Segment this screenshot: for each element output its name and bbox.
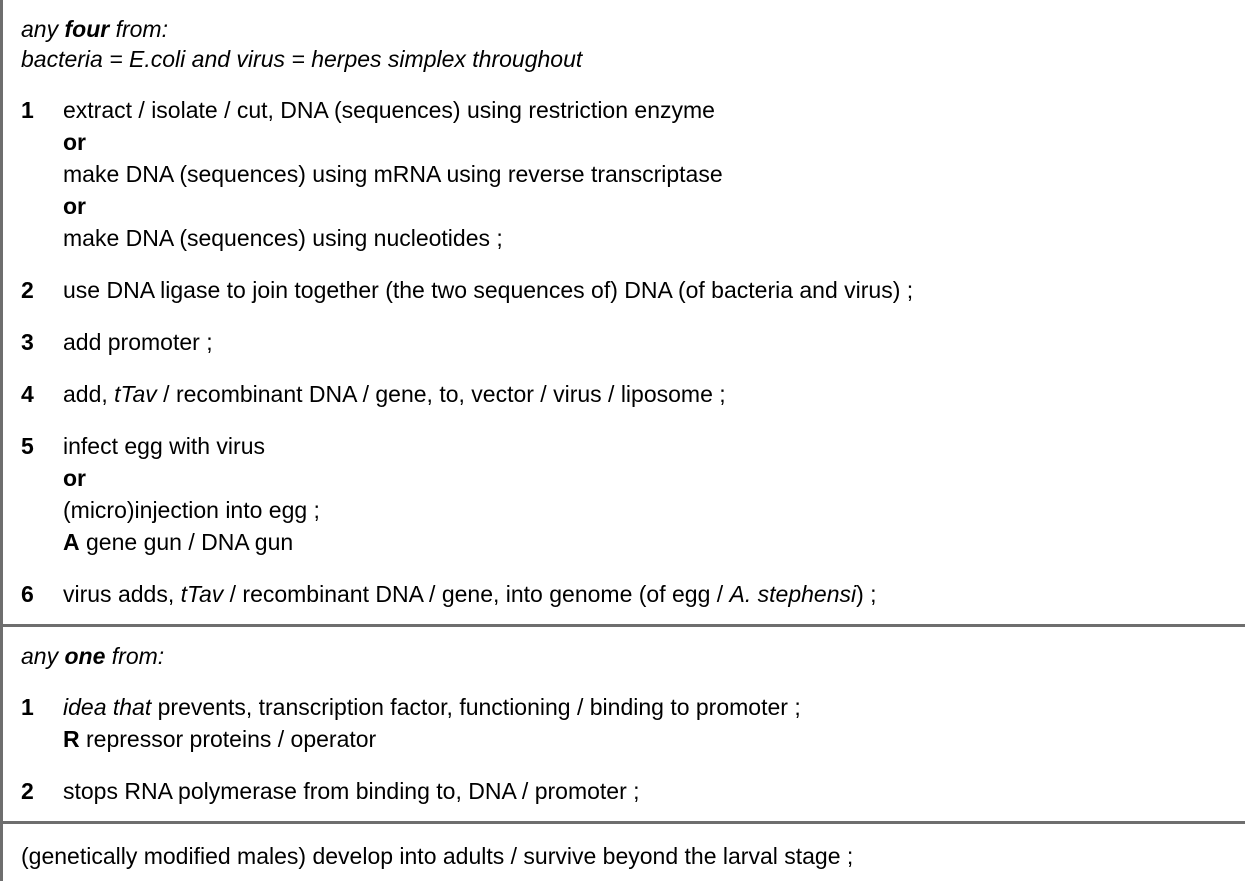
- item-text-run-italic: tTav: [180, 581, 224, 607]
- item-text-run: prevents, transcription factor, function…: [151, 694, 801, 720]
- preamble-prefix: any: [21, 643, 65, 669]
- preamble-line-1: any four from:: [21, 14, 1245, 44]
- item-body: infect egg with virus or (micro)injectio…: [63, 430, 1245, 558]
- accept-marker: A: [63, 529, 80, 555]
- list-item: 3 add promoter ;: [3, 326, 1245, 358]
- preamble-line-2: bacteria = E.coli and virus = herpes sim…: [21, 46, 583, 72]
- item-line: (micro)injection into egg ;: [63, 497, 320, 523]
- item-body: idea that prevents, transcription factor…: [63, 691, 1245, 755]
- preamble-suffix: from:: [109, 16, 168, 42]
- item-text-run: add,: [63, 381, 115, 407]
- item-line-or: or: [63, 193, 86, 219]
- item-line: use DNA ligase to join together (the two…: [63, 277, 914, 303]
- item-text-run: ) ;: [856, 581, 877, 607]
- list-item: 2 stops RNA polymerase from binding to, …: [3, 775, 1245, 807]
- section-final: (genetically modified males) develop int…: [3, 821, 1245, 882]
- item-line-reject: R repressor proteins / operator: [63, 723, 1245, 755]
- item-text-run: repressor proteins / operator: [79, 726, 377, 752]
- item-line-or: or: [63, 465, 86, 491]
- item-body: use DNA ligase to join together (the two…: [63, 274, 1245, 306]
- section-any-one-preamble: any one from:: [3, 627, 1245, 671]
- section-any-one: any one from: 1 idea that prevents, tran…: [3, 624, 1245, 821]
- item-number: 3: [21, 329, 34, 355]
- item-number: 4: [21, 381, 34, 407]
- final-statement: (genetically modified males) develop int…: [21, 843, 854, 869]
- item-line-accept: A gene gun / DNA gun: [63, 526, 1245, 558]
- item-text-run: / recombinant DNA / gene, to, vector / v…: [156, 381, 726, 407]
- item-line: idea that prevents, transcription factor…: [63, 691, 1245, 723]
- reject-marker: R: [63, 726, 80, 752]
- preamble-quantity: four: [64, 16, 110, 42]
- item-text-run: gene gun / DNA gun: [79, 529, 294, 555]
- item-text-run-italic: idea that: [63, 694, 152, 720]
- list-item: 2 use DNA ligase to join together (the t…: [3, 274, 1245, 306]
- list-item: 5 infect egg with virus or (micro)inject…: [3, 430, 1245, 558]
- list-item: 1 idea that prevents, transcription fact…: [3, 691, 1245, 755]
- item-number: 2: [21, 277, 34, 303]
- item-line-or: or: [63, 129, 86, 155]
- item-number: 6: [21, 581, 34, 607]
- item-text-run: virus adds,: [63, 581, 181, 607]
- item-body: virus adds, tTav / recombinant DNA / gen…: [63, 578, 1245, 610]
- item-line: extract / isolate / cut, DNA (sequences)…: [63, 97, 715, 123]
- item-line: make DNA (sequences) using mRNA using re…: [63, 161, 723, 187]
- item-body: add promoter ;: [63, 326, 1245, 358]
- preamble-prefix: any: [21, 16, 65, 42]
- item-text-run-italic: A. stephensi: [729, 581, 857, 607]
- item-body: stops RNA polymerase from binding to, DN…: [63, 775, 1245, 807]
- item-body: add, tTav / recombinant DNA / gene, to, …: [63, 378, 1245, 410]
- preamble-suffix: from:: [105, 643, 165, 669]
- item-body: extract / isolate / cut, DNA (sequences)…: [63, 94, 1245, 254]
- item-line: make DNA (sequences) using nucleotides ;: [63, 225, 503, 251]
- item-line: infect egg with virus: [63, 433, 265, 459]
- section-any-four-preamble: any four from: bacteria = E.coli and vir…: [3, 0, 1245, 74]
- item-number: 5: [21, 433, 34, 459]
- item-line: add, tTav / recombinant DNA / gene, to, …: [63, 378, 1245, 410]
- list-item: 6 virus adds, tTav / recombinant DNA / g…: [3, 578, 1245, 610]
- section-any-four: any four from: bacteria = E.coli and vir…: [3, 0, 1245, 624]
- item-number: 1: [21, 694, 34, 720]
- list-item: 4 add, tTav / recombinant DNA / gene, to…: [3, 378, 1245, 410]
- item-number: 1: [21, 97, 34, 123]
- item-line: virus adds, tTav / recombinant DNA / gen…: [63, 578, 1245, 610]
- item-text-run: / recombinant DNA / gene, into genome (o…: [223, 581, 730, 607]
- preamble-line-1: any one from:: [21, 641, 1245, 671]
- list-item: 1 extract / isolate / cut, DNA (sequence…: [3, 94, 1245, 254]
- item-text-run-italic: tTav: [114, 381, 157, 407]
- item-line: stops RNA polymerase from binding to, DN…: [63, 778, 640, 804]
- item-number: 2: [21, 778, 34, 804]
- item-line: add promoter ;: [63, 329, 213, 355]
- preamble-quantity: one: [64, 643, 106, 669]
